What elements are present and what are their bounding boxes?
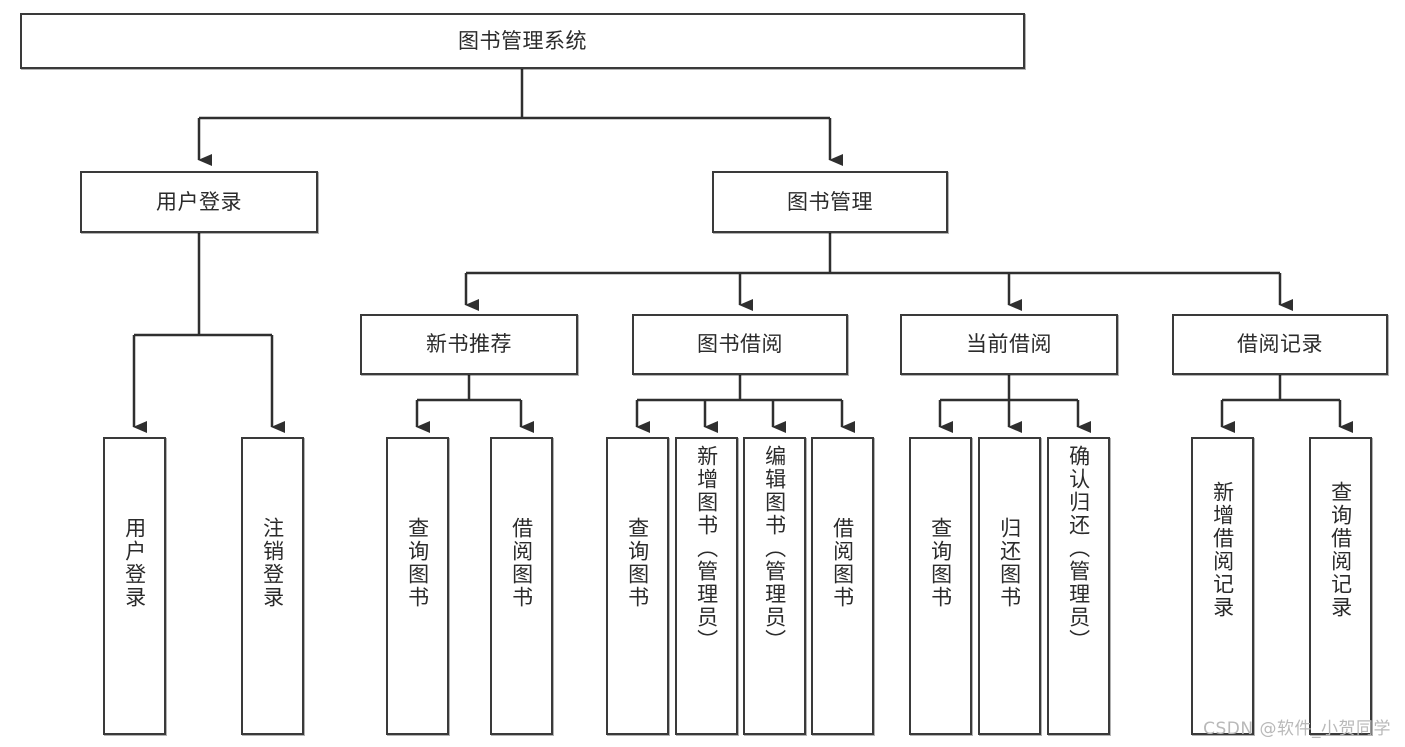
node-leaf-query-book-2[interactable]: 查询图书 [606,437,669,735]
node-leaf-add-book-label: 新增图书（管理员） [694,445,719,652]
node-leaf-add-record-label: 新增借阅记录 [1210,481,1235,619]
watermark-text: CSDN @软件_小贺同学 [1203,719,1391,739]
node-leaf-query-record-label: 查询借阅记录 [1328,481,1353,619]
node-leaf-query-book-1[interactable]: 查询图书 [386,437,449,735]
node-user-login[interactable]: 用户登录 [80,171,318,233]
node-leaf-borrow-book-1-label: 借阅图书 [509,517,534,609]
node-leaf-query-record[interactable]: 查询借阅记录 [1309,437,1372,735]
node-borrow-record[interactable]: 借阅记录 [1172,314,1388,375]
node-book-borrow-label: 图书借阅 [697,332,783,357]
node-leaf-confirm-return[interactable]: 确认归还（管理员） [1047,437,1110,735]
node-book-borrow[interactable]: 图书借阅 [632,314,848,375]
node-leaf-return-book-label: 归还图书 [997,517,1022,609]
node-book-manage-label: 图书管理 [787,189,873,214]
node-root-label: 图书管理系统 [458,28,587,53]
node-root[interactable]: 图书管理系统 [20,13,1025,69]
node-leaf-borrow-book-2-label: 借阅图书 [830,517,855,609]
node-borrow-record-label: 借阅记录 [1237,332,1323,357]
node-leaf-borrow-book-1[interactable]: 借阅图书 [490,437,553,735]
node-new-book-recommend-label: 新书推荐 [426,332,512,357]
node-user-login-label: 用户登录 [156,189,242,214]
node-leaf-logout-login-label: 注销登录 [260,517,285,609]
node-book-manage[interactable]: 图书管理 [712,171,948,233]
node-leaf-logout-login[interactable]: 注销登录 [241,437,304,735]
node-leaf-query-book-1-label: 查询图书 [405,517,430,609]
node-leaf-confirm-return-label: 确认归还（管理员） [1066,445,1091,652]
node-leaf-user-login[interactable]: 用户登录 [103,437,166,735]
node-leaf-query-book-3-label: 查询图书 [928,517,953,609]
node-current-borrow[interactable]: 当前借阅 [900,314,1118,375]
node-new-book-recommend[interactable]: 新书推荐 [360,314,578,375]
node-leaf-edit-book-label: 编辑图书（管理员） [762,445,787,652]
node-leaf-add-record[interactable]: 新增借阅记录 [1191,437,1254,735]
node-leaf-borrow-book-2[interactable]: 借阅图书 [811,437,874,735]
node-leaf-query-book-3[interactable]: 查询图书 [909,437,972,735]
node-leaf-user-login-label: 用户登录 [122,517,147,609]
node-leaf-add-book[interactable]: 新增图书（管理员） [675,437,738,735]
node-leaf-return-book[interactable]: 归还图书 [978,437,1041,735]
node-current-borrow-label: 当前借阅 [966,332,1052,357]
node-leaf-edit-book[interactable]: 编辑图书（管理员） [743,437,806,735]
node-leaf-query-book-2-label: 查询图书 [625,517,650,609]
